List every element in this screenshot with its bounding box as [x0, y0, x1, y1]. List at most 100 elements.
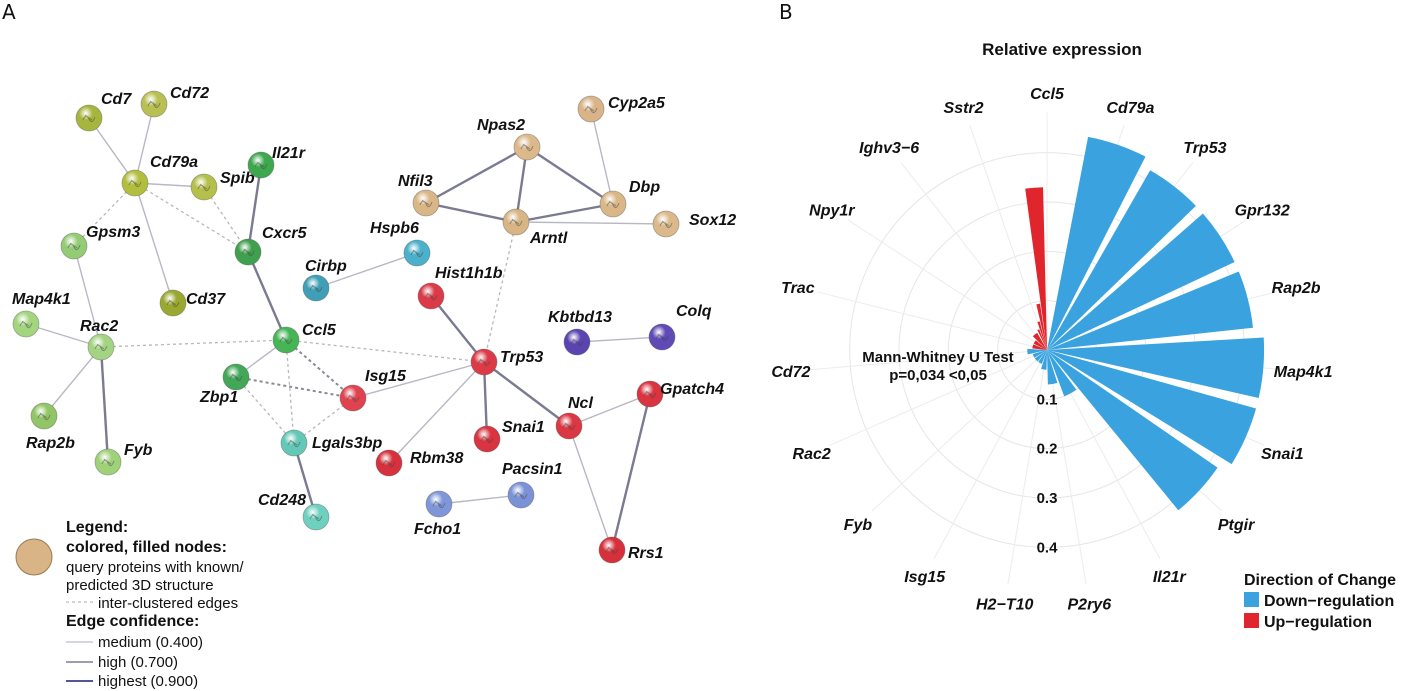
- bar-up-regulation-1: [1036, 303, 1047, 350]
- legend-inter-edges: inter-clustered edges: [98, 595, 238, 612]
- node-label-ncl: Ncl: [568, 395, 593, 412]
- node-kbtbd13[interactable]: Kbtbd13: [548, 309, 612, 356]
- node-structure-glyph: [166, 299, 180, 308]
- node-structure-glyph: [94, 343, 108, 352]
- edge-Cxcr5-Ccl5: [246, 251, 288, 341]
- node-sox12[interactable]: Sox12: [652, 210, 736, 238]
- edge-Map4k1-Rac2: [25, 323, 102, 348]
- node-label-rap2b: Rap2b: [26, 435, 75, 452]
- category-label-ccl5: Ccl5: [1030, 86, 1065, 103]
- node-cd7[interactable]: Cd7: [75, 91, 132, 132]
- node-structure-glyph: [659, 220, 673, 229]
- node-arntl[interactable]: Arntl: [502, 208, 568, 247]
- node-rap2b[interactable]: Rap2b: [26, 402, 75, 452]
- edge-Cd7-Cd79a: [88, 117, 136, 184]
- category-label-sstr2: Sstr2: [944, 100, 984, 117]
- node-nfil3[interactable]: Nfil3: [398, 173, 440, 217]
- bar-il21r: [1047, 350, 1077, 397]
- category-labels: Ccl5Cd79aTrp53Gpr132Rap2bMap4k1Snai1Ptgi…: [771, 86, 1332, 613]
- node-hist1h1b[interactable]: Hist1h1b: [417, 265, 503, 310]
- grid-spoke: [847, 219, 1048, 351]
- edge-Kbtbd13-Colq: [576, 336, 663, 343]
- edge-Cd79a-Cxcr5: [134, 182, 249, 253]
- node-structure-glyph: [147, 100, 161, 109]
- node-rbm38[interactable]: Rbm38: [375, 449, 463, 477]
- node-zbp1[interactable]: Zbp1: [199, 363, 250, 406]
- node-gpsm3[interactable]: Gpsm3: [60, 224, 140, 260]
- node-label-cxcr5: Cxcr5: [262, 225, 308, 242]
- node-fyb[interactable]: Fyb: [94, 442, 153, 476]
- edge-Arntl-Trp53: [483, 221, 517, 363]
- node-rrs1[interactable]: Rrs1: [598, 536, 664, 564]
- node-isg15[interactable]: Isg15: [339, 368, 407, 412]
- node-structure-glyph: [605, 546, 619, 555]
- node-hspb6[interactable]: Hspb6: [370, 220, 431, 267]
- category-label-npy1r: Npy1r: [809, 202, 855, 219]
- node-label-rbm38: Rbm38: [410, 450, 463, 467]
- node-pacsin1[interactable]: Pacsin1: [502, 461, 563, 509]
- category-label-ighv3−6: Ighv3−6: [859, 140, 919, 157]
- panel-label-b: B: [779, 0, 793, 24]
- category-label-rac2: Rac2: [793, 446, 831, 463]
- node-snai1[interactable]: Snai1: [473, 419, 545, 453]
- category-label-snai1: Snai1: [1261, 446, 1304, 463]
- node-structure-glyph: [520, 143, 534, 152]
- node-structure-glyph: [19, 320, 33, 329]
- edge-Cirbp-Hspb6: [315, 252, 418, 289]
- node-label-colq: Colq: [676, 303, 712, 320]
- node-label-hspb6: Hspb6: [370, 220, 419, 237]
- node-cd79a[interactable]: Cd79a: [121, 154, 198, 197]
- node-label-cd7: Cd7: [101, 91, 132, 108]
- edge-Gpatch4-Rrs1: [610, 393, 652, 551]
- node-structure-glyph: [287, 439, 301, 448]
- node-gpatch4[interactable]: Gpatch4: [636, 380, 724, 408]
- node-label-il21r: Il21r: [272, 145, 306, 162]
- bar-ptgir: [1047, 350, 1218, 511]
- node-cxcr5[interactable]: Cxcr5: [234, 225, 308, 266]
- category-label-cd79a: Cd79a: [1106, 100, 1154, 117]
- node-colq[interactable]: Colq: [648, 303, 712, 351]
- edge-Il21r-Cxcr5: [246, 164, 263, 253]
- node-label-rrs1: Rrs1: [628, 545, 664, 562]
- network-legend: Legend: colored, filled nodes: query pro…: [15, 519, 244, 690]
- node-rac2[interactable]: Rac2: [80, 318, 118, 361]
- bar-trp53: [1047, 170, 1196, 350]
- category-label-cd72: Cd72: [771, 364, 810, 381]
- edge-Fyb-Rac2: [99, 346, 110, 463]
- node-label-snai1: Snai1: [502, 419, 545, 436]
- node-ncl[interactable]: Ncl: [555, 395, 593, 440]
- node-spib[interactable]: Spib: [190, 170, 255, 201]
- category-label-il21r: Il21r: [1153, 569, 1187, 586]
- node-lgals3bp[interactable]: Lgals3bp: [280, 429, 382, 457]
- bar-ighv3−6: [1032, 332, 1047, 350]
- node-structure-glyph: [480, 435, 494, 444]
- node-cirbp[interactable]: Cirbp: [302, 258, 347, 302]
- edge-Npas2-Nfil3: [425, 145, 528, 205]
- bar-up-regulation-0: [1025, 187, 1047, 350]
- node-cd72[interactable]: Cd72: [140, 85, 209, 118]
- node-map4k1[interactable]: Map4k1: [12, 291, 71, 338]
- node-dbp[interactable]: Dbp: [599, 179, 660, 218]
- bar-up-regulation-2: [1037, 321, 1047, 350]
- legend-node-swatch: [15, 538, 53, 576]
- node-ccl5[interactable]: Ccl5: [272, 322, 337, 354]
- node-structure-glyph: [101, 458, 115, 467]
- category-label-trac: Trac: [781, 280, 815, 297]
- node-fcho1[interactable]: Fcho1: [414, 490, 461, 538]
- legend-high: high (0.700): [98, 654, 178, 671]
- panel-label-a: A: [2, 0, 16, 24]
- edge-Rac2-Ccl5: [100, 339, 287, 348]
- edge-Spib-Cxcr5: [203, 186, 249, 253]
- node-structure-glyph: [254, 161, 268, 170]
- node-cd37[interactable]: Cd37: [159, 289, 226, 317]
- edge-Nfil3-Arntl: [425, 201, 517, 224]
- edge-Ccl5-Isg15: [285, 339, 354, 399]
- node-cyp2a5[interactable]: Cyp2a5: [577, 95, 666, 123]
- node-il21r[interactable]: Il21r: [247, 145, 306, 179]
- grid-spoke: [969, 125, 1048, 351]
- legend-highest: highest (0.900): [98, 673, 198, 690]
- node-npas2[interactable]: Npas2: [477, 117, 541, 161]
- bar-up-regulation-3: [1037, 329, 1047, 350]
- node-trp53[interactable]: Trp53: [470, 348, 543, 376]
- node-cd248[interactable]: Cd248: [258, 492, 330, 531]
